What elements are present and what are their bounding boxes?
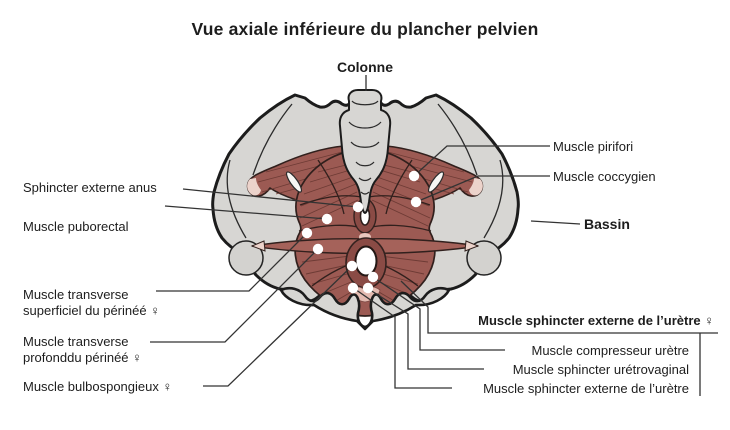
leader-transverse-superficiel [156, 232, 308, 292]
dot-uretrovaginal [362, 282, 374, 294]
dot-puborectal [321, 213, 333, 225]
label-puborectal: Muscle puborectal [23, 219, 129, 234]
muscle-gap-right [427, 171, 445, 193]
leader-pirifori [413, 145, 550, 177]
label-compresseur-uretre: Muscle compresseur urètre [531, 343, 690, 358]
leader-uretrovaginal [366, 287, 484, 370]
leader-compresseur [372, 276, 505, 351]
leader-bassin [530, 220, 581, 225]
dot-bulbospongieux [346, 260, 358, 272]
bone-fossa-left [228, 240, 264, 276]
dot-groupe-uretre [367, 271, 379, 283]
leader-bulbospongieux [203, 265, 353, 387]
callout-dots [301, 170, 422, 294]
dot-sphincter-uretre [347, 282, 359, 294]
label-sphincter-externe-anus: Sphincter externe anus [23, 180, 157, 195]
label-sphincter-uretrovaginal: Muscle sphincter urétrovaginal [512, 362, 689, 377]
label-sphincter-uretre: Muscle sphincter externe de l’urètre [483, 381, 689, 396]
label-transverse-profond: Muscle transverse profonddu périnéé ♀ [23, 334, 142, 365]
label-sphincter-uretre-groupe: Muscle sphincter externe de l’urètre ♀ [478, 313, 714, 328]
label-bulbospongieux: Muscle bulbospongieux ♀ [23, 379, 173, 394]
leader-sphincter-anus [182, 188, 359, 208]
label-bassin: Bassin [584, 216, 630, 232]
pubic-bone-strip [279, 286, 451, 331]
leader-coccygien [415, 175, 550, 203]
bone-detail-lines [226, 103, 504, 239]
dot-coccygien [410, 196, 422, 208]
leader-puborectal [164, 205, 328, 220]
page-title: Vue axiale inférieure du plancher pelvie… [191, 19, 539, 39]
dot-transverse-superficiel [301, 227, 313, 239]
dot-sphincter-anus [352, 201, 364, 213]
dot-transverse-profond [312, 243, 324, 255]
leader-lines [150, 75, 718, 396]
muscle-gap-left [285, 171, 303, 193]
label-colonne: Colonne [337, 59, 393, 75]
leader-transverse-profond [150, 248, 319, 343]
label-transverse-superficiel: Muscle transverse superficiel du périnéé… [23, 287, 160, 318]
dot-pirifori [408, 170, 420, 182]
label-pirifori: Muscle pirifori [553, 139, 634, 154]
leader-sphincter-uretre-groupe [400, 280, 718, 396]
bone-fossa-right [466, 240, 502, 276]
label-coccygien: Muscle coccygien [553, 169, 656, 184]
sacrum [338, 89, 392, 214]
leader-sphincter-uretre [351, 286, 452, 389]
